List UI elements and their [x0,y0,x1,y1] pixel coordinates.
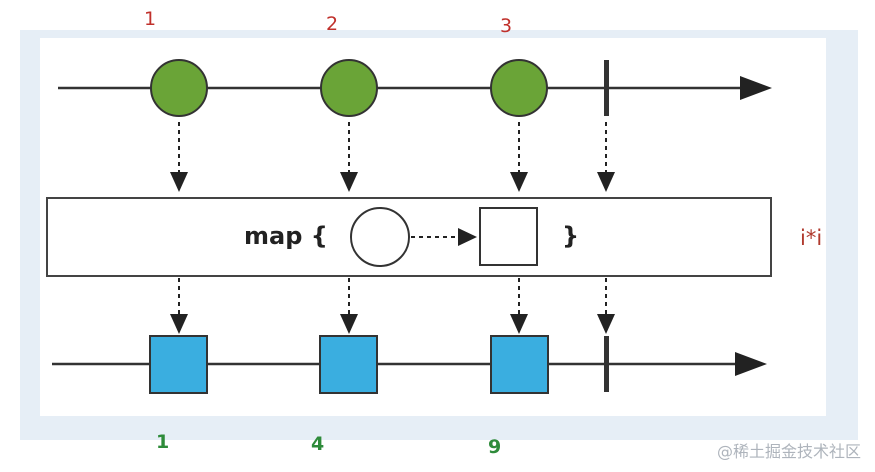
output-marble-2 [319,335,378,394]
input-to-operator-arrows [170,122,615,192]
operator-to-output-arrows [170,278,615,334]
input-label-2: 2 [326,13,339,35]
formula-label: i*i [800,226,823,250]
output-label-1: 1 [156,431,170,453]
output-marble-1 [149,335,208,394]
top-completion-bar [604,60,609,116]
top-timeline-arrow-icon [740,76,772,100]
output-label-3: 9 [488,436,502,458]
bottom-timeline-arrow-icon [735,352,767,376]
operator-output-square [479,207,538,266]
input-label-3: 3 [500,15,513,37]
operator-close-brace: } [562,222,580,250]
input-marble-1 [150,59,208,117]
input-label-1: 1 [144,8,157,30]
operator-input-circle [350,207,410,267]
operator-keyword: map { [244,222,328,250]
watermark: @稀土掘金技术社区 [716,442,861,461]
output-label-2: 4 [311,433,325,455]
operator-transform-arrow-icon [458,228,477,246]
input-marble-3 [490,59,548,117]
output-marble-3 [490,335,549,394]
bottom-completion-bar [604,336,609,392]
input-marble-2 [320,59,378,117]
